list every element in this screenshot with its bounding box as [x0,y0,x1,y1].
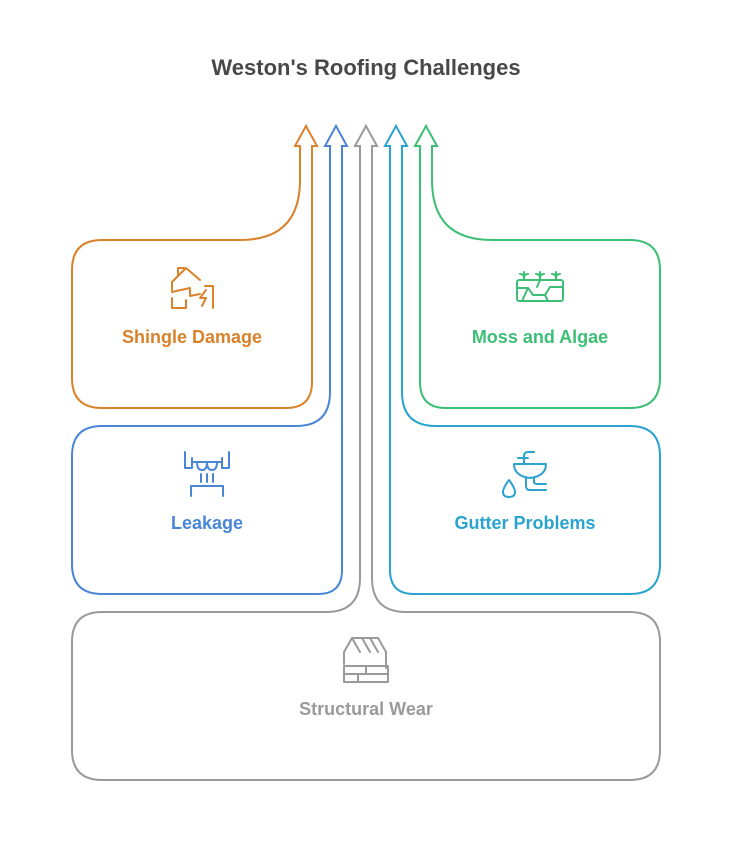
faucet-drop-icon [502,451,547,498]
house-bricks-icon [343,637,389,683]
leakage-box [71,123,349,595]
structural-wear-label: Structural Wear [299,699,433,719]
moss-and-algae-box [413,123,661,409]
cracked-ground-sprouts-icon [516,271,564,302]
dripping-pipe-icon [184,451,230,497]
broken-house-icon [171,267,214,309]
diagram-title: Weston's Roofing Challenges [211,55,520,80]
leakage-label: Leakage [171,513,243,533]
shingle-damage-label: Shingle Damage [122,327,262,347]
gutter-problems-label: Gutter Problems [454,513,595,533]
gutter-problems-box [383,123,661,595]
moss-and-algae-label: Moss and Algae [472,327,608,347]
shingle-damage-box [71,123,319,409]
structural-wear-box [71,123,661,781]
